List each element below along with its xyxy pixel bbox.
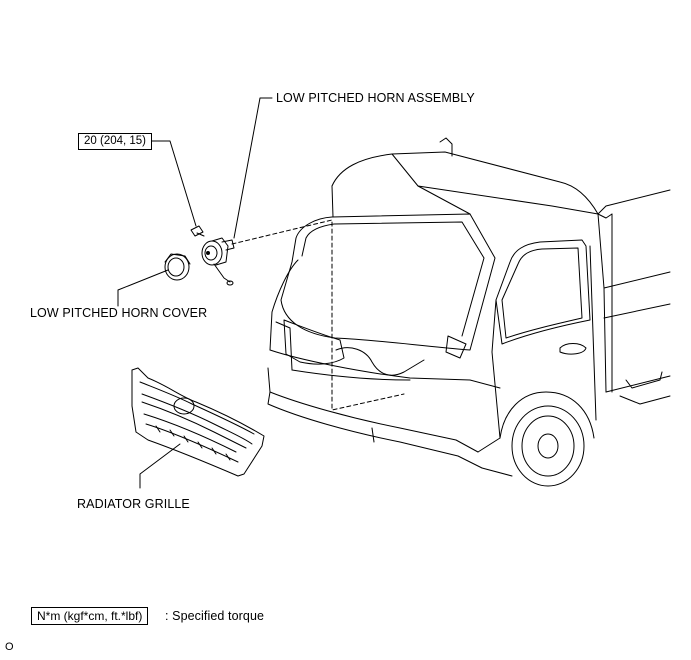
torque-legend-description: : Specified torque: [165, 609, 265, 623]
low-pitched-horn-cover-label: LOW PITCHED HORN COVER: [30, 306, 208, 320]
low-pitched-horn-assembly-label: LOW PITCHED HORN ASSEMBLY: [276, 91, 475, 105]
leader-lines: [117, 97, 273, 489]
radiator-grille-label: RADIATOR GRILLE: [77, 497, 190, 511]
torque-value-box: 20 (204, 15): [78, 133, 153, 150]
location-leader-dashed: [231, 219, 405, 411]
bolt-part: [190, 225, 205, 237]
radiator-grille-part: [131, 367, 265, 477]
footer-code: O: [5, 641, 14, 653]
low-pitched-horn-assembly-part: [201, 237, 235, 286]
low-pitched-horn-cover-part: [164, 253, 191, 281]
torque-unit-legend-box: N*m (kgf*cm, ft.*lbf): [31, 607, 149, 625]
truck-illustration: [267, 137, 671, 487]
